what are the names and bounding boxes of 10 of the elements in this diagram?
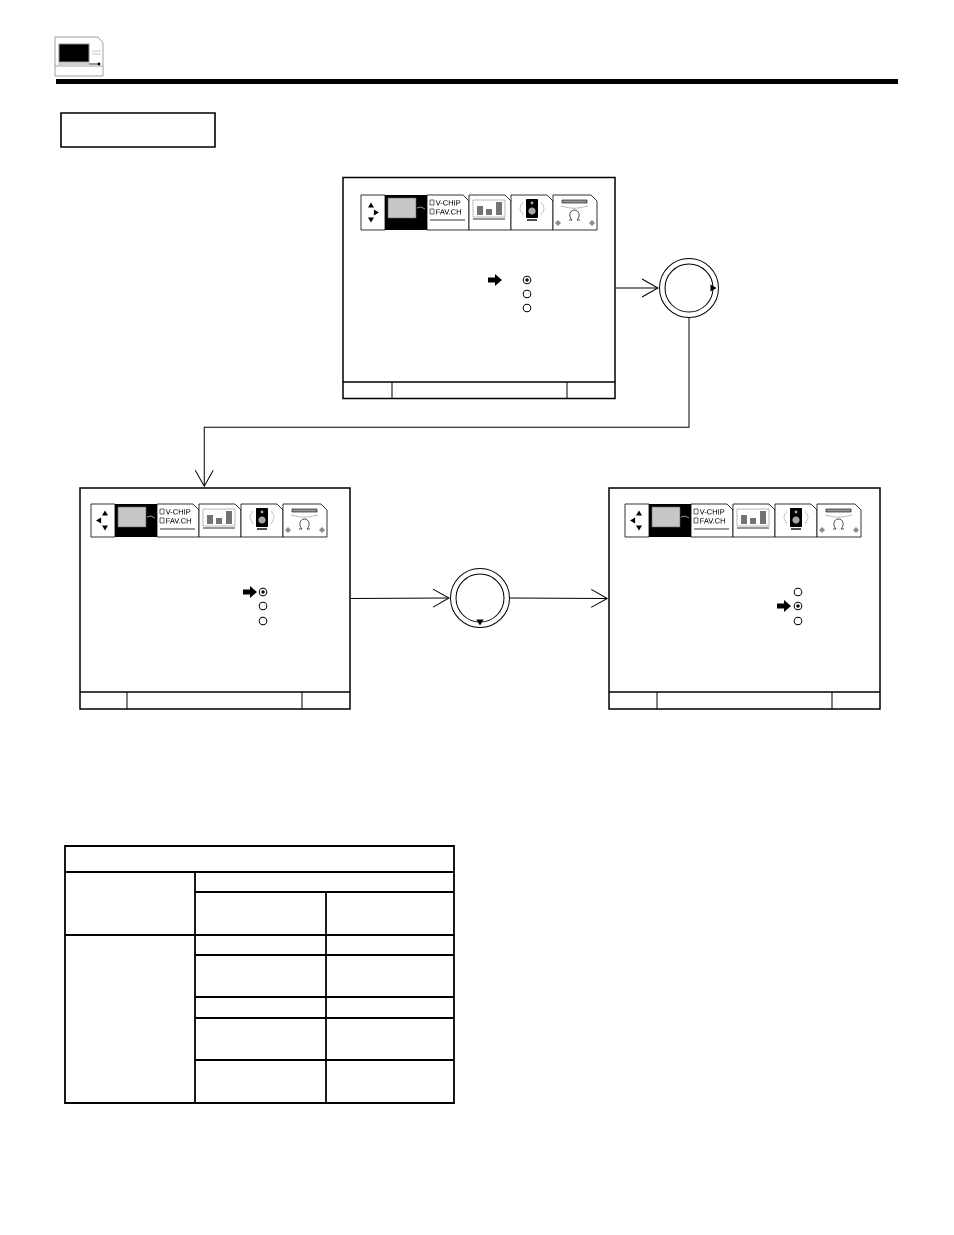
arrow (615, 278, 659, 298)
arrow (194, 317, 690, 487)
heading-box (60, 112, 216, 148)
menu-screen (608, 487, 881, 710)
menu-screen (79, 487, 351, 710)
arrow (509, 588, 608, 608)
arrow (350, 588, 450, 608)
menu-screen (342, 176, 616, 400)
dial-knob (659, 258, 719, 318)
dial-knob (450, 568, 510, 628)
